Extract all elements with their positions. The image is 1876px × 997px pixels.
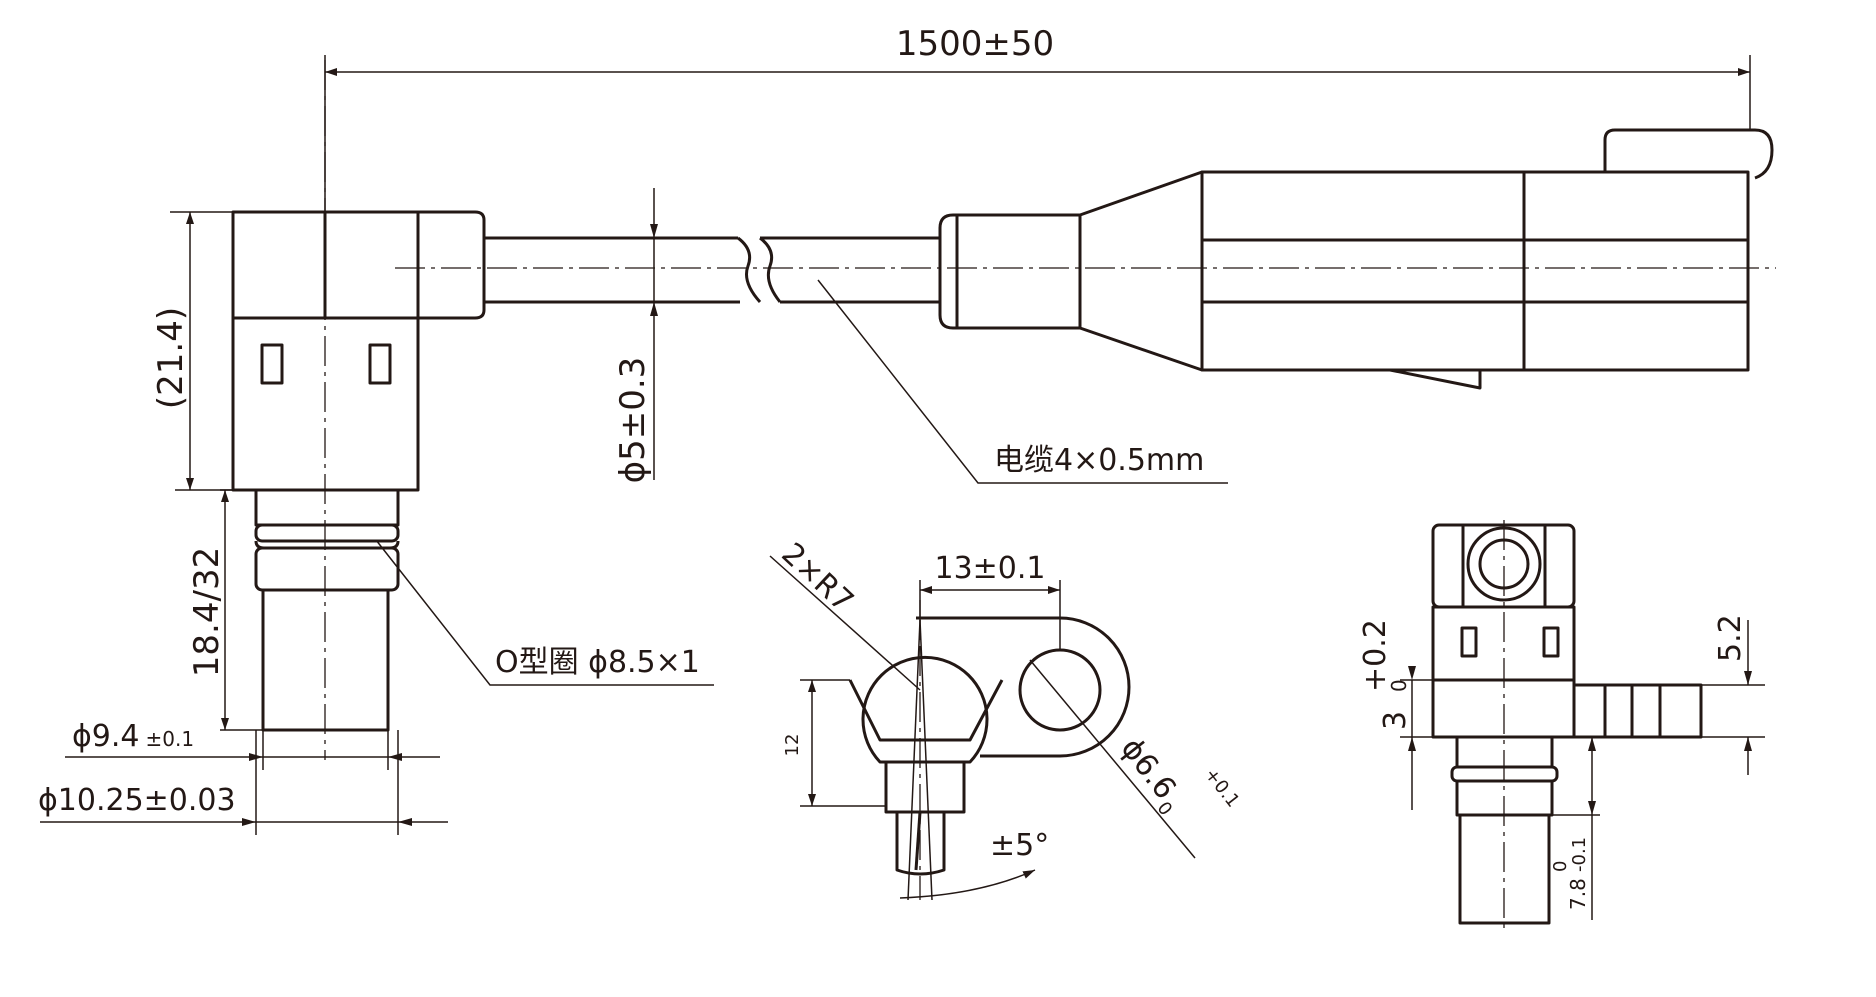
dim-52-label: 5.2 (1713, 614, 1748, 662)
hole-spacing-label: 13±0.1 (934, 551, 1045, 586)
overall-length-label: 1500±50 (896, 24, 1054, 64)
probe-groove (254, 546, 400, 592)
probe-length-label: 18.4/32 (187, 547, 227, 677)
flange-height-label: 12 (782, 734, 803, 757)
flange-top-view: 2×R7 13±0.1 12 ϕ6.60 +0.1 ±5° (769, 536, 1244, 901)
cable-gland (418, 210, 486, 320)
dim-78-tolerance-upper: 0 (1550, 861, 1571, 872)
sensor-side-view: 1500±50 (21.4) 18.4/32 ϕ5±0.3 电缆4×0.5mm … (38, 24, 1776, 835)
connector-key (1389, 368, 1482, 390)
connector-slot-left (260, 343, 284, 385)
hole-tolerance-upper: +0.1 (1200, 764, 1243, 811)
diameter-1025-label: ϕ10.25±0.03 (38, 783, 236, 818)
front-slot-left (1460, 626, 1478, 658)
front-flange (1572, 683, 1703, 739)
o-ring-label: O型圈 ϕ8.5×1 (495, 645, 700, 680)
connector-slot-right (368, 343, 392, 385)
connector-latch (1603, 128, 1774, 180)
dim-3-tolerance-upper: +0.2 (1358, 619, 1393, 692)
dim-78-label: 7.8 (1566, 878, 1590, 910)
front-slot-right (1542, 626, 1560, 658)
diameter-94-label: ϕ9.4±0.1 (72, 719, 194, 754)
cable-spec-leader (817, 279, 1228, 484)
dim-3-label: 3 (1378, 711, 1413, 730)
angle-label: ±5° (990, 828, 1049, 863)
strain-relief (938, 213, 1082, 330)
flange-outline (916, 616, 1131, 758)
hole-diameter-label: ϕ6.60 (1110, 731, 1191, 819)
cable-break-right (759, 236, 782, 303)
dim-78-tolerance-lower: -0.1 (1569, 837, 1590, 872)
sensor-front-view: 3 0 +0.2 5.2 7.8 0 -0.1 (1358, 520, 1765, 930)
head-height-label: (21.4) (151, 307, 191, 409)
cable-spec-label: 电缆4×0.5mm (994, 443, 1204, 478)
cable-break-left (737, 236, 762, 304)
radius-label: 2×R7 (775, 536, 860, 619)
o-ring-leader (375, 539, 714, 686)
angle-arc (899, 869, 1036, 899)
flange-body-round (861, 655, 989, 764)
connector-plug (1200, 170, 1750, 372)
o-ring (254, 523, 400, 543)
flange-stem (884, 760, 966, 814)
dim-3-tolerance-lower: 0 (1387, 679, 1411, 692)
probe-neck (254, 490, 400, 527)
cable-diameter-label: ϕ5±0.3 (613, 357, 653, 484)
flange-probe (895, 812, 946, 876)
